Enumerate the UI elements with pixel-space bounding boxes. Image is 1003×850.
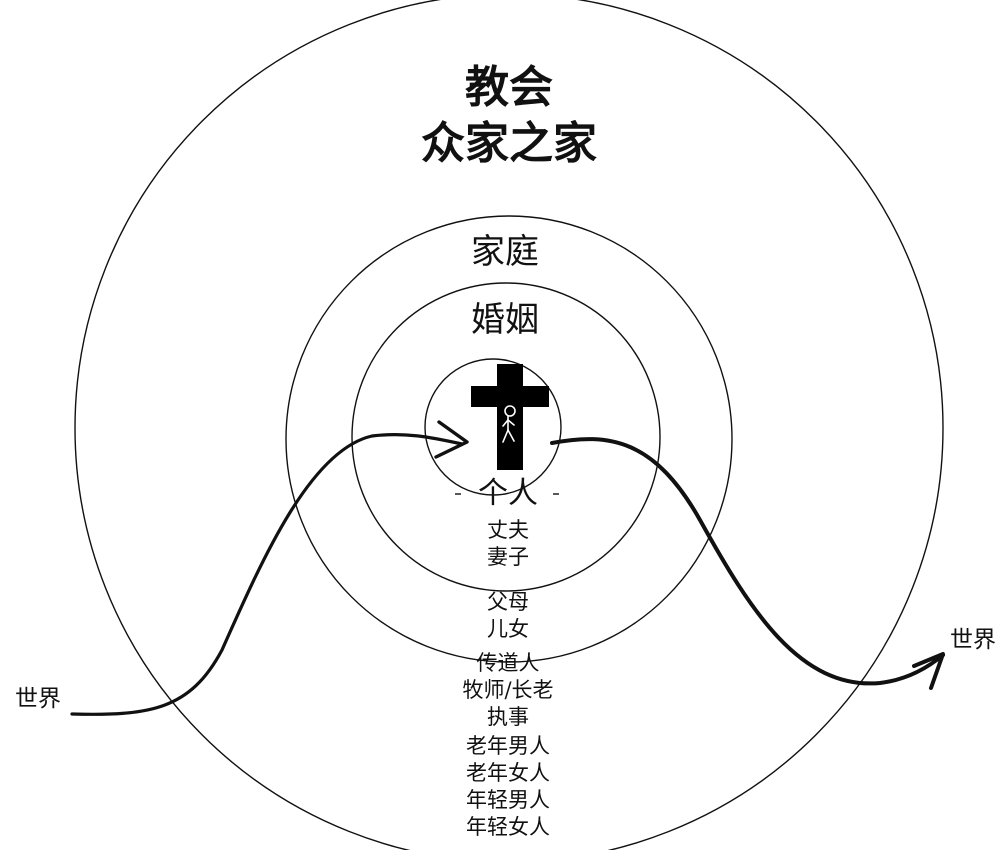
church-role-older-men: 老年男人: [466, 734, 550, 758]
arrowhead-icon: [912, 652, 945, 690]
church-role-evangelist: 传道人: [476, 651, 540, 675]
world-path-out: [550, 437, 945, 686]
husband-label: 丈夫: [487, 518, 529, 542]
church-role-deacon: 执事: [487, 705, 529, 729]
arrowhead-icon: [434, 420, 469, 459]
wife-label: 妻子: [487, 545, 529, 569]
cross-icon: [471, 364, 549, 470]
world-right-label: 世界: [950, 627, 996, 653]
family-circle: [285, 215, 733, 663]
world-path: [70, 433, 464, 716]
church-title: 教会: [465, 62, 553, 113]
world-left-label: 世界: [15, 686, 61, 712]
church-circle: [74, 0, 944, 850]
church-role-younger-women: 年轻女人: [466, 815, 550, 839]
church-role-older-women: 老年女人: [466, 761, 550, 785]
individual-circle: [424, 358, 562, 496]
church-role-pastor-elder: 牧师/长老: [462, 678, 554, 702]
children-label: 儿女: [487, 617, 529, 641]
parents-label: 父母: [487, 590, 529, 614]
stick-figure-icon: [502, 405, 516, 443]
individual-label: 个人: [478, 476, 538, 511]
family-label: 家庭: [471, 232, 539, 272]
marriage-label: 婚姻: [471, 300, 539, 340]
church-role-younger-men: 年轻男人: [466, 788, 550, 812]
church-subtitle: 众家之家: [421, 118, 597, 169]
marriage-circle: [351, 282, 661, 592]
